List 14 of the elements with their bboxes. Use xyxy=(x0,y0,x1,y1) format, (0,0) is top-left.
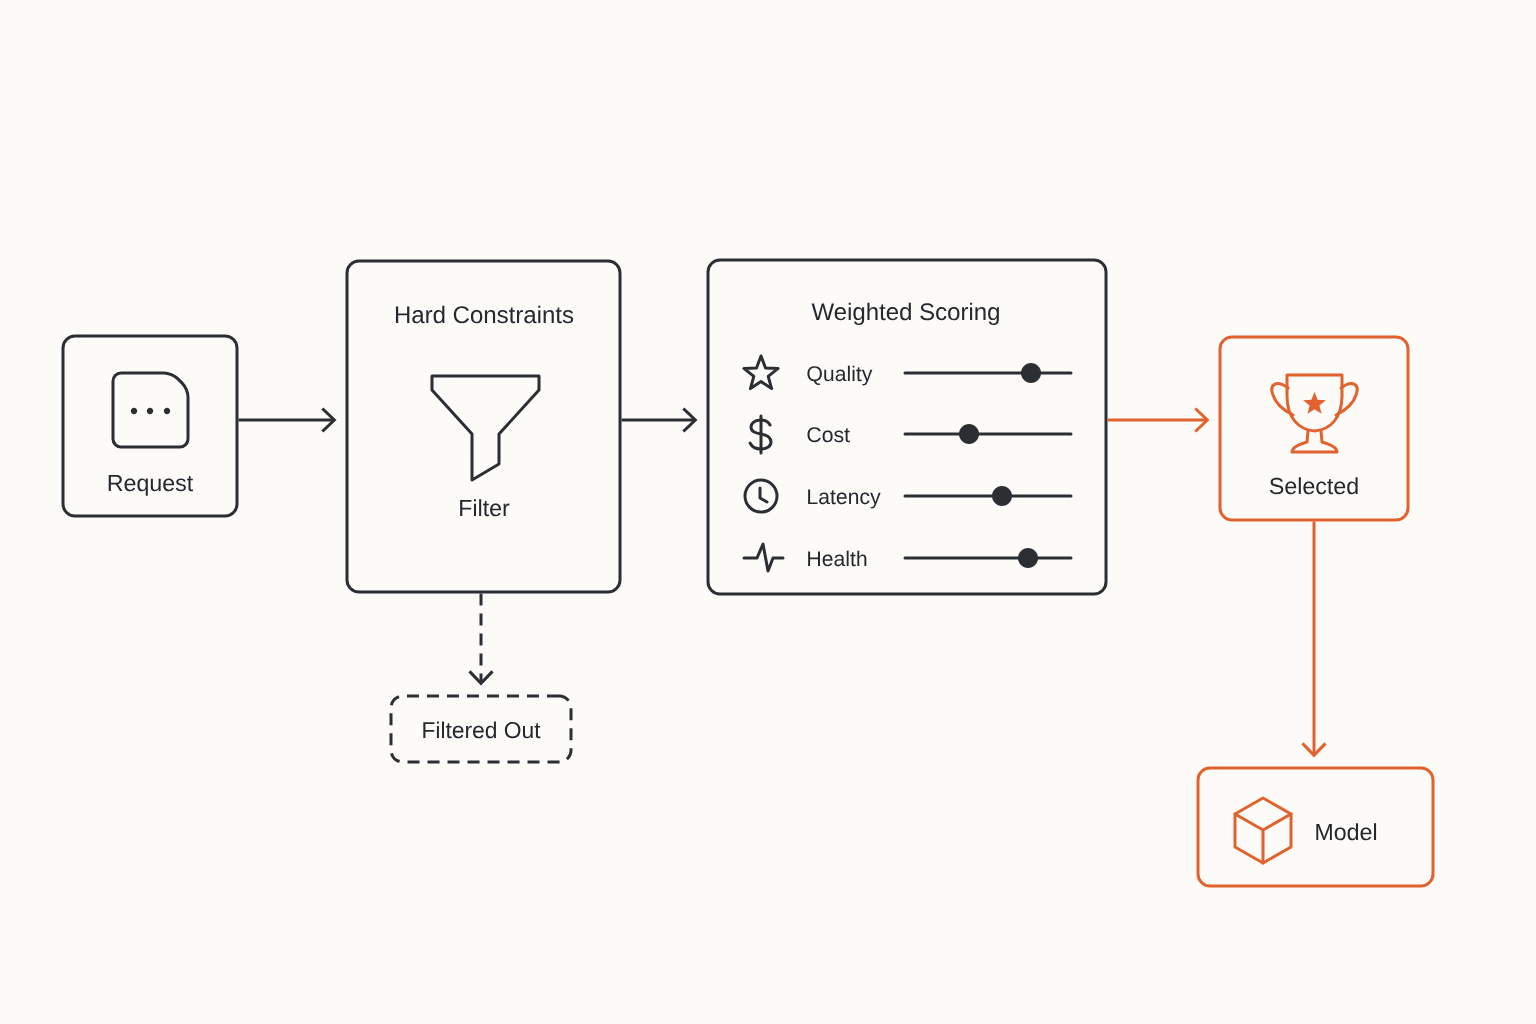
arrow xyxy=(621,407,698,433)
dashed-box: Filtered Out xyxy=(389,694,573,764)
row-label: Latency xyxy=(808,489,881,509)
row-label: Health xyxy=(808,550,867,567)
icon-caption: Filter xyxy=(460,499,510,517)
arrow xyxy=(1107,407,1210,433)
process-box: Request xyxy=(61,334,239,518)
arrow xyxy=(1301,521,1327,758)
row-label: Quality xyxy=(807,365,873,386)
process-box: Selected xyxy=(1218,335,1410,522)
arrow xyxy=(238,407,337,433)
dashed-arrow xyxy=(468,593,494,686)
row-label: Cost xyxy=(807,427,850,443)
process-box: Model xyxy=(1196,766,1435,888)
